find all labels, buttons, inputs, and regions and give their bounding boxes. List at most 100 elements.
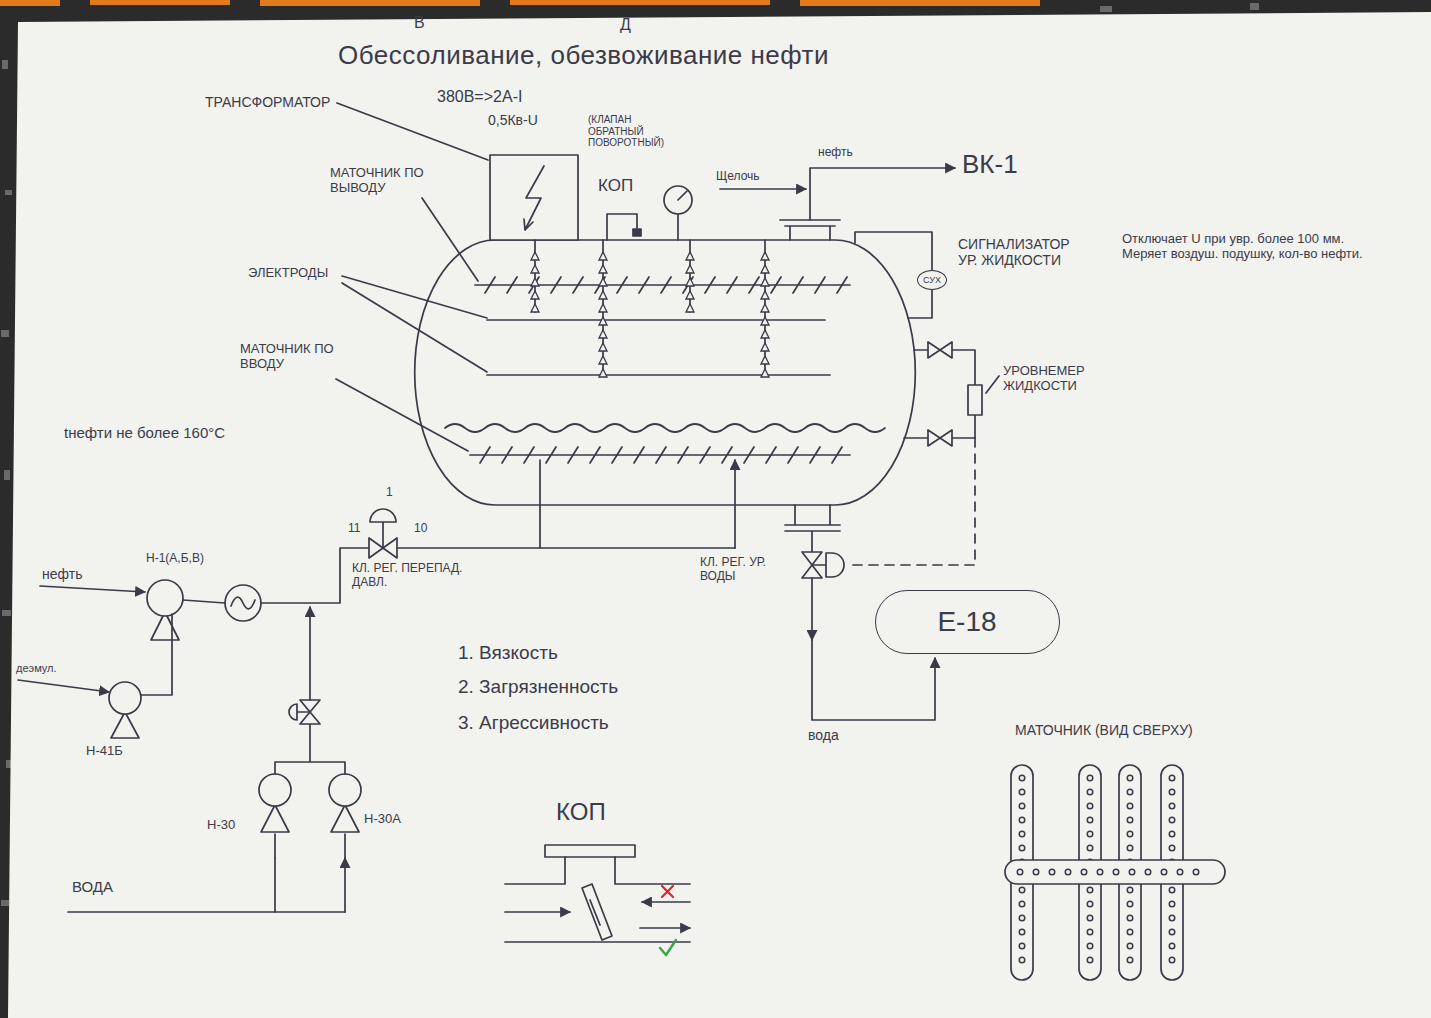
pump-symbol: [147, 580, 183, 616]
heat-exchanger-wave: [231, 597, 255, 609]
vessel-outline: [415, 240, 916, 505]
pump-label: Н-1(А,Б,В): [146, 552, 204, 566]
part-label: ЭЛЕКТРОДЫ: [248, 266, 328, 281]
pump-label: Н-30: [207, 818, 235, 833]
leader-line: [336, 379, 468, 451]
pipe: [141, 614, 172, 695]
oil-inlet-line: [40, 586, 145, 592]
lightning-symbol: [524, 166, 544, 230]
list-item: 3. Агрессивность: [458, 712, 609, 734]
pump-base: [111, 712, 139, 738]
callout-number: 10: [414, 522, 427, 536]
water-line: [309, 607, 311, 700]
margin-mark: Д: [620, 16, 631, 34]
transformer-box: [490, 155, 578, 240]
margin-mark: В: [414, 14, 425, 32]
part-label: СИГНАЛИЗАТОР УР. ЖИДКОСТИ: [958, 236, 1088, 268]
distributor-holes: [1020, 869, 1212, 876]
distributor-holes: [480, 447, 842, 463]
leader-line: [337, 103, 488, 160]
water-line: [275, 724, 345, 774]
level-gauge-lines: [904, 350, 975, 438]
figure-label: КОП: [556, 798, 606, 826]
pump-symbol: [329, 774, 361, 806]
pump-label: Н-41Б: [86, 744, 123, 759]
valve-flap: [582, 884, 612, 940]
oil-water-interface: [445, 424, 885, 432]
water-line: [68, 911, 345, 913]
stream-label: Щелочь: [716, 170, 760, 184]
pump-symbol: [109, 682, 141, 714]
heat-exchanger-symbol: [225, 585, 261, 621]
valve-body: [505, 857, 690, 942]
demulsifier-line: [18, 680, 109, 692]
valve-actuator: [812, 553, 844, 577]
water-line: [275, 834, 345, 858]
check-valve-weight: [633, 229, 641, 236]
gauge-stem: [677, 214, 679, 240]
valve-label: КОП: [598, 176, 633, 196]
leader-line: [342, 276, 487, 372]
electrode-upper: [487, 319, 825, 321]
stream-label: вода: [808, 727, 839, 743]
leader-line: [986, 376, 999, 393]
valve-label: КЛ. РЕГ. УР. ВОДЫ: [700, 556, 792, 584]
alkali-line: [720, 188, 806, 190]
leader-line: [422, 198, 478, 281]
feed-pipe: [261, 548, 735, 603]
water-line: [275, 858, 345, 912]
part-label: МАТОЧНИК ПО ВЫВОДУ: [330, 166, 430, 196]
diagram-title: Обессоливание, обезвоживание нефти: [338, 40, 829, 71]
distributor-header: [1005, 860, 1225, 884]
valve-actuator: [370, 509, 396, 548]
voltage-label: 380В=>2А-I: [437, 88, 522, 106]
valve-label: КЛ. РЕГ. ПЕРЕПАД. ДАВЛ.: [352, 562, 470, 590]
note-text: Отключает U при увр. более 100 мм. Меряе…: [1122, 232, 1372, 262]
part-label: УРОВНЕМЕР ЖИДКОСТИ: [1003, 364, 1115, 394]
stream-label: ВОДА: [72, 878, 113, 895]
orange-band: [0, 0, 1040, 6]
part-label: МАТОЧНИК ПО ВВОДУ: [240, 342, 340, 372]
callout-number: 1: [386, 486, 393, 500]
tank-box: Е-18: [875, 590, 1060, 654]
oil-outlet-pipe: [810, 168, 955, 220]
node-label: СУХ: [923, 275, 941, 285]
distributor-holes: [1020, 870, 1212, 874]
pump-symbol: [259, 774, 291, 806]
part-note: (КЛАПАН ОБРАТНЫЙ ПОВОРОТНЫЙ): [588, 114, 670, 149]
top-nozzle: [780, 220, 840, 240]
pressure-gauge: [664, 186, 692, 214]
pump-base: [261, 805, 359, 832]
level-gauge: [968, 385, 982, 415]
valve-cover: [545, 845, 635, 857]
flow-arrow: [642, 901, 690, 903]
part-label: ТРАНСФОРМАТОР: [205, 94, 330, 110]
insulator-rods: [535, 240, 765, 372]
feed-pipe: [540, 460, 735, 548]
callout-number: 11: [348, 522, 360, 536]
sensor-circle: СУХ: [917, 270, 947, 290]
signal-line: [848, 438, 975, 565]
destination-label: ВК-1: [962, 150, 1018, 180]
wrong-mark: [662, 886, 673, 897]
water-pipe: [811, 578, 813, 640]
valve-actuator: [289, 704, 310, 720]
paper-sheet: [8, 12, 1431, 1018]
bottom-nozzle: [785, 505, 840, 552]
flow-arrow: [505, 911, 570, 913]
list-item: 2. Загрязненность: [458, 676, 618, 698]
valve-symbol: [928, 342, 952, 446]
distributor-holes: [485, 277, 847, 293]
stream-label: нефть: [42, 566, 82, 582]
view-label: МАТОЧНИК (ВИД СВЕРХУ): [1015, 722, 1193, 738]
condition-note: tнефти не более 160°С: [64, 424, 225, 441]
node-label: Е-18: [937, 606, 996, 638]
electrode-lower: [487, 374, 830, 376]
insulator-chain: [531, 252, 769, 377]
pipe: [183, 600, 225, 603]
flow-arrow: [640, 927, 690, 929]
list-item: 1. Вязкость: [458, 642, 558, 664]
